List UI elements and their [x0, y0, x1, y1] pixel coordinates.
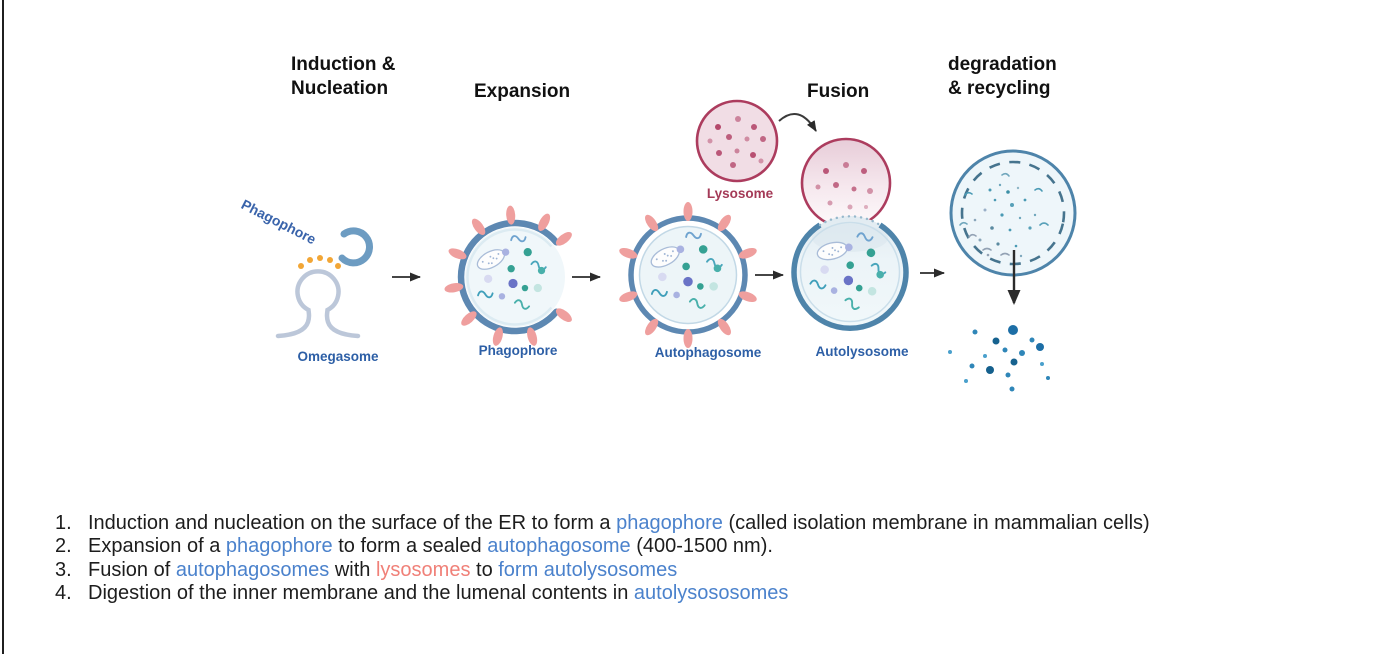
list-text: Digestion of the inner membrane and the … — [88, 582, 788, 605]
nucleation-dots-icon — [298, 255, 341, 269]
atg-proteins-icon — [444, 205, 572, 346]
text-segment-autophagosome: autophagosome — [487, 535, 631, 558]
label-lysosome: Lysosome — [706, 186, 774, 201]
text-segment: with — [329, 558, 376, 581]
degrading-inner-membrane-icon — [960, 160, 1066, 266]
text-segment-autophagosomes: autophagosomes — [175, 558, 330, 581]
stage-header-induction-nucleation: Induction & Nucleation — [291, 53, 395, 101]
autolysosome-icon — [791, 215, 909, 331]
list-number: 4. — [55, 582, 72, 605]
text-segment-lysosomes: lysosomes — [375, 558, 471, 581]
text-segment-phagophore: phagophore — [225, 535, 333, 558]
stage-header-line: Nucleation — [291, 78, 389, 99]
stage-header-fusion: Fusion — [807, 81, 870, 102]
text-segment-phagophore: phagophore — [616, 512, 723, 534]
curved-arrow-icon — [778, 112, 817, 132]
list-text: Induction and nucleation on the surface … — [88, 512, 1150, 535]
list-text: Expansion of a phagophore to form a seal… — [88, 535, 773, 558]
text-segment: Induction and nucleation on the surface … — [88, 512, 617, 534]
text-segment: to form a sealed — [332, 535, 488, 558]
list-text: Fusion of autophagosomes with lysosomes … — [88, 559, 677, 582]
lysosome-icon — [695, 99, 779, 183]
atg-proteins-icon — [619, 202, 757, 348]
fusion-junction-dotted-icon — [818, 215, 882, 227]
stage-header-line: & recycling — [948, 78, 1051, 99]
list-item: 4. Digestion of the inner membrane and t… — [55, 582, 1150, 605]
label-phagophore: Phagophore — [478, 343, 558, 358]
list-item: 2. Expansion of a phagophore to form a s… — [55, 535, 1150, 558]
text-segment: Expansion of a — [88, 535, 226, 558]
label-autolysosome: Autolysosome — [815, 344, 909, 359]
stage-header-line: Induction & — [291, 54, 396, 75]
text-segment: Digestion of the inner membrane and the … — [88, 582, 634, 605]
label-omegasome: Omegasome — [297, 349, 379, 364]
list-number: 2. — [55, 535, 72, 558]
phagophore-cup-icon — [444, 205, 572, 346]
debris-icon — [959, 172, 1049, 258]
list-number: 3. — [55, 558, 72, 581]
list-item: 1. Induction and nucleation on the surfa… — [55, 512, 1150, 535]
list-item: 3. Fusion of autophagosomes with lysosom… — [55, 559, 1150, 582]
list-number: 1. — [55, 512, 72, 534]
text-segment: Fusion of — [88, 558, 176, 581]
left-border-line — [2, 0, 4, 654]
stage-header-expansion: Expansion — [474, 81, 571, 102]
autophagosome-icon — [619, 202, 757, 348]
phagophore-crescent-icon — [338, 227, 373, 267]
text-segment-autolysososomes: autolysososomes — [633, 582, 789, 605]
text-segment: (called isolation membrane in mammalian … — [722, 512, 1150, 534]
explanation-list: 1. Induction and nucleation on the surfa… — [55, 512, 1150, 606]
stage-header-line: degradation — [948, 54, 1057, 75]
text-segment: (400-1500 nm). — [630, 535, 773, 558]
text-segment: to — [470, 558, 499, 581]
stage-header-degradation-recycling: degradation & recycling — [948, 53, 1057, 101]
fusing-lysosome-icon — [800, 137, 892, 229]
autophagy-diagram — [275, 99, 1077, 392]
text-segment-autolysosomes: form autolysosomes — [498, 558, 678, 581]
omegasome-icon — [275, 227, 373, 339]
recycled-molecules-icon — [948, 325, 1050, 392]
label-autophagosome: Autophagosome — [654, 345, 762, 360]
